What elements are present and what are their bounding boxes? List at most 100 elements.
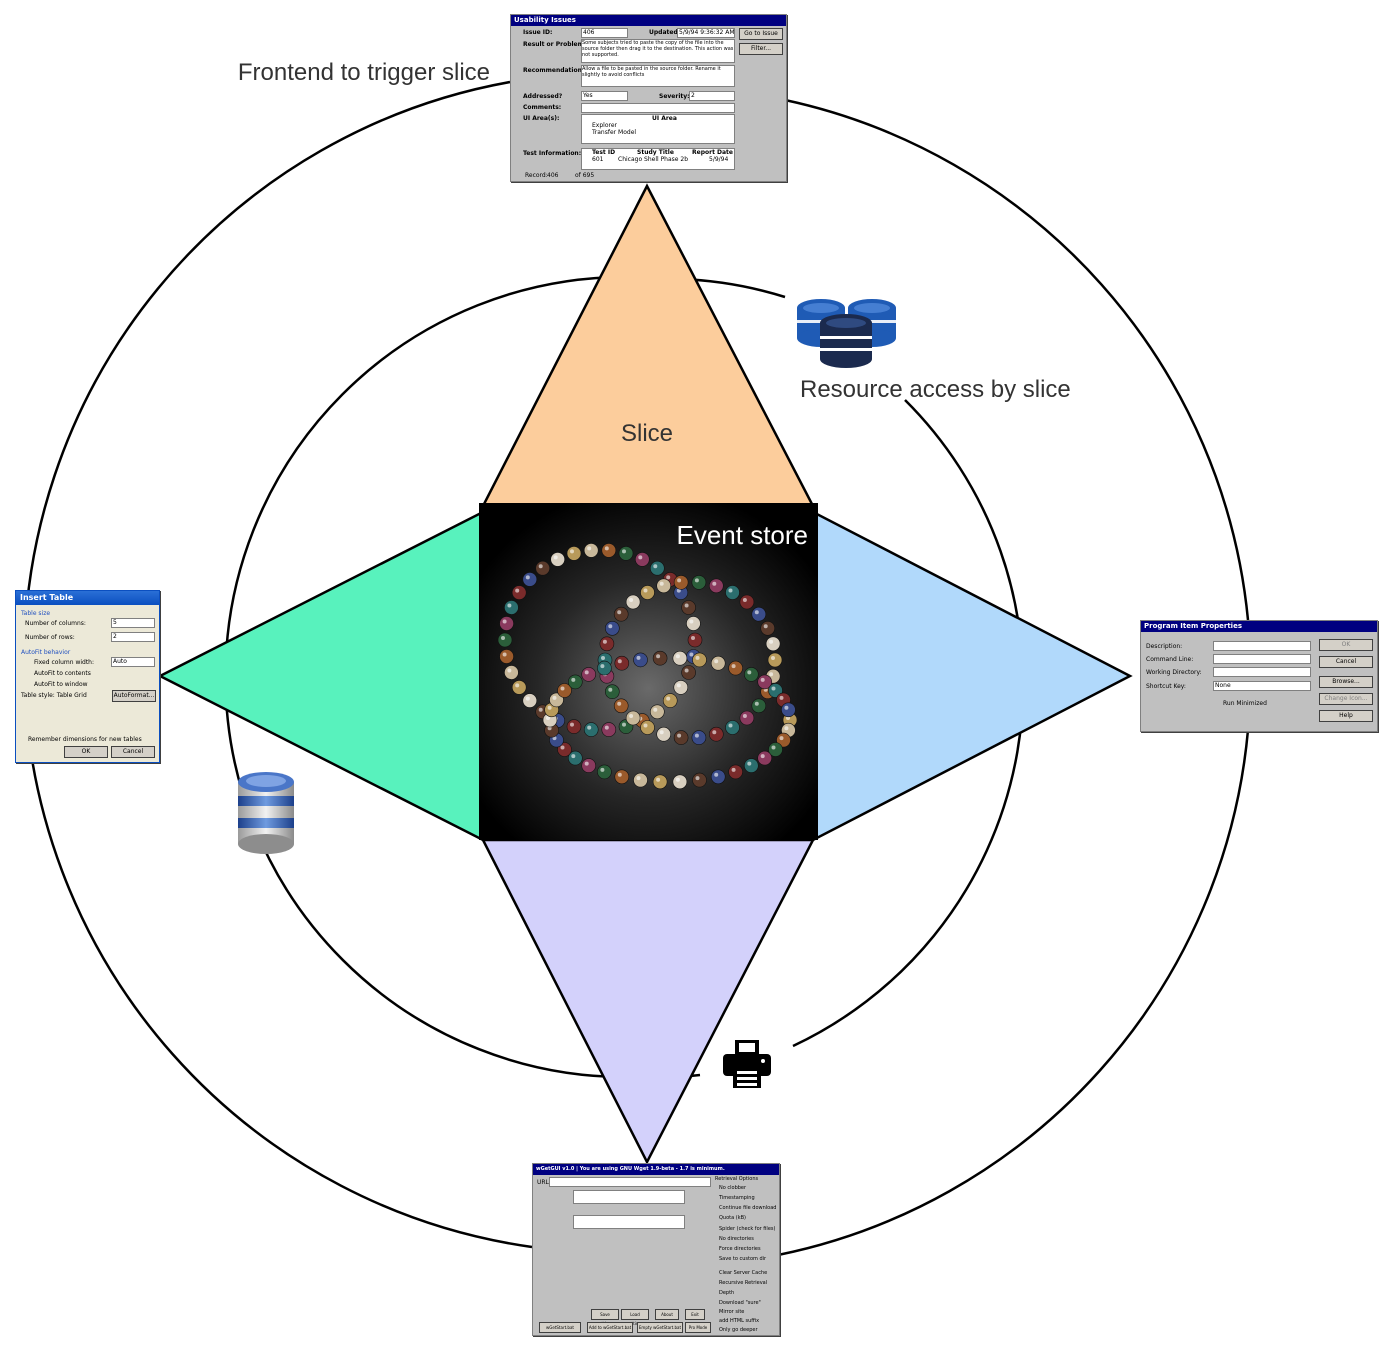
option-checkbox[interactable]: Timestamping [719, 1195, 755, 1201]
help-button[interactable]: Help [1319, 710, 1373, 722]
fit-contents-radio[interactable]: AutoFit to contents [34, 670, 91, 677]
pearl [708, 578, 724, 594]
browse-button[interactable]: Browse... [1319, 676, 1373, 688]
option-checkbox[interactable]: Clear Server Cache [719, 1270, 768, 1276]
option-checkbox[interactable]: Mirror site [719, 1309, 745, 1315]
autoformat-button[interactable]: AutoFormat... [112, 690, 156, 702]
reject-list-field[interactable] [573, 1215, 685, 1229]
addressed-select[interactable]: Yes [581, 91, 628, 101]
pearl [567, 750, 583, 766]
recommendation-field[interactable]: Allow a file to be pasted in the source … [581, 65, 735, 87]
ui-areas-grid[interactable]: UI Area Explorer Transfer Model [581, 114, 735, 144]
option-checkbox[interactable]: Depth [719, 1290, 735, 1296]
pearl-highlight [656, 777, 661, 782]
pearl [640, 585, 655, 600]
pearl-highlight [771, 686, 776, 691]
pearl [765, 636, 781, 652]
ok-button[interactable]: OK [64, 746, 108, 758]
cancel-button[interactable]: Cancel [1319, 656, 1373, 668]
pearl [499, 649, 514, 664]
option-checkbox[interactable]: No clobber [719, 1185, 747, 1191]
pearl-highlight [659, 730, 664, 735]
comments-field[interactable] [581, 103, 735, 113]
pearl [768, 742, 783, 757]
pearl-highlight [677, 578, 682, 583]
add-wgetstart-button[interactable]: Add to wGetStart.bat [587, 1322, 633, 1333]
pearl-highlight [546, 716, 550, 720]
record-value[interactable]: 406 [547, 172, 559, 179]
wgetstart-button[interactable]: wGetStart.bat [539, 1322, 581, 1333]
accept-list-field[interactable] [573, 1190, 685, 1204]
shortcut-key-field[interactable]: None [1213, 681, 1311, 691]
pearl-highlight [525, 575, 530, 580]
option-checkbox[interactable]: No directories [719, 1236, 754, 1242]
pearl-highlight [747, 761, 752, 766]
pearl-highlight [779, 695, 784, 700]
about-button[interactable]: About [655, 1309, 679, 1320]
list-item[interactable]: Transfer Model [592, 129, 637, 136]
remember-checkbox[interactable]: Remember dimensions for new tables [28, 736, 142, 743]
option-checkbox[interactable]: Download "sure" [719, 1300, 761, 1306]
option-checkbox[interactable]: Spider (check for files) [719, 1226, 776, 1232]
cancel-button[interactable]: Cancel [111, 746, 155, 758]
pearl [633, 652, 648, 668]
pro-mode-button[interactable]: Pro Mode [685, 1322, 711, 1333]
test-info-grid[interactable]: Test ID Study Title Report Date 601 Chic… [581, 148, 735, 170]
pearl [649, 704, 665, 720]
option-checkbox[interactable]: Only go deeper [719, 1327, 758, 1333]
pearl [597, 660, 612, 676]
option-checkbox[interactable]: Save to custom dir [719, 1256, 767, 1262]
fixed-width-radio[interactable]: Fixed column width: [34, 659, 95, 666]
option-checkbox[interactable]: Recursive Retrieval [719, 1280, 768, 1286]
issue-id-field[interactable]: 406 [581, 28, 628, 38]
fixed-width-select[interactable]: Auto [111, 657, 155, 667]
pearl-highlight [622, 549, 626, 554]
option-checkbox[interactable]: Force directories [719, 1246, 761, 1252]
go-to-issue-button[interactable]: Go to Issue [739, 28, 783, 40]
option-checkbox[interactable]: Continue file download [719, 1205, 777, 1211]
pearl-highlight [779, 736, 784, 741]
load-settings-button[interactable]: Load settings [621, 1309, 649, 1326]
columns-spinner[interactable]: 5 [111, 618, 155, 628]
pearl [656, 578, 672, 594]
ok-button[interactable]: OK [1319, 639, 1373, 651]
command-line-field[interactable] [1213, 654, 1311, 664]
pearl-highlight [538, 564, 543, 569]
pearl-highlight [525, 696, 530, 701]
description-field[interactable] [1213, 641, 1311, 651]
fit-window-radio[interactable]: AutoFit to window [34, 681, 88, 688]
change-icon-button[interactable]: Change Icon... [1319, 693, 1373, 705]
pearl-highlight [515, 588, 520, 593]
pearl-highlight [584, 670, 589, 675]
list-item[interactable]: Explorer [592, 122, 617, 129]
severity-select[interactable]: 2 [689, 91, 735, 101]
pearl-highlight [604, 725, 609, 730]
pearl [601, 722, 617, 737]
pearl-highlight [760, 754, 765, 759]
pearl-highlight [728, 723, 733, 728]
pearl-highlight [712, 730, 717, 735]
pearl-highlight [638, 555, 643, 560]
ui-areas-label: UI Area(s): [523, 115, 560, 122]
pearl [710, 769, 726, 785]
exit-button[interactable]: Exit [685, 1309, 705, 1320]
pearl-highlight [622, 722, 626, 727]
option-checkbox[interactable]: Quota (kB) [719, 1215, 747, 1221]
working-directory-field[interactable] [1213, 667, 1311, 677]
pearl-highlight [689, 652, 694, 657]
filter-button[interactable]: Filter... [739, 43, 783, 55]
pearl-highlight [694, 578, 699, 583]
empty-wgetstart-button[interactable]: Empty wGetStart.bat [637, 1322, 683, 1333]
rows-spinner[interactable]: 2 [111, 632, 155, 642]
result-field[interactable]: Some subjects tried to paste the copy of… [581, 39, 735, 63]
pearl [691, 730, 707, 745]
pearl-highlight [659, 581, 664, 586]
url-field[interactable] [549, 1177, 711, 1187]
option-checkbox[interactable]: add HTML suffix [719, 1318, 760, 1324]
save-settings-button[interactable]: Save settings [591, 1309, 619, 1326]
pearl-highlight [666, 575, 671, 580]
run-minimized-checkbox[interactable]: Run Minimized [1223, 700, 1267, 707]
pearl-highlight [771, 745, 776, 750]
pearl-highlight [731, 767, 736, 772]
pearl [549, 692, 564, 708]
